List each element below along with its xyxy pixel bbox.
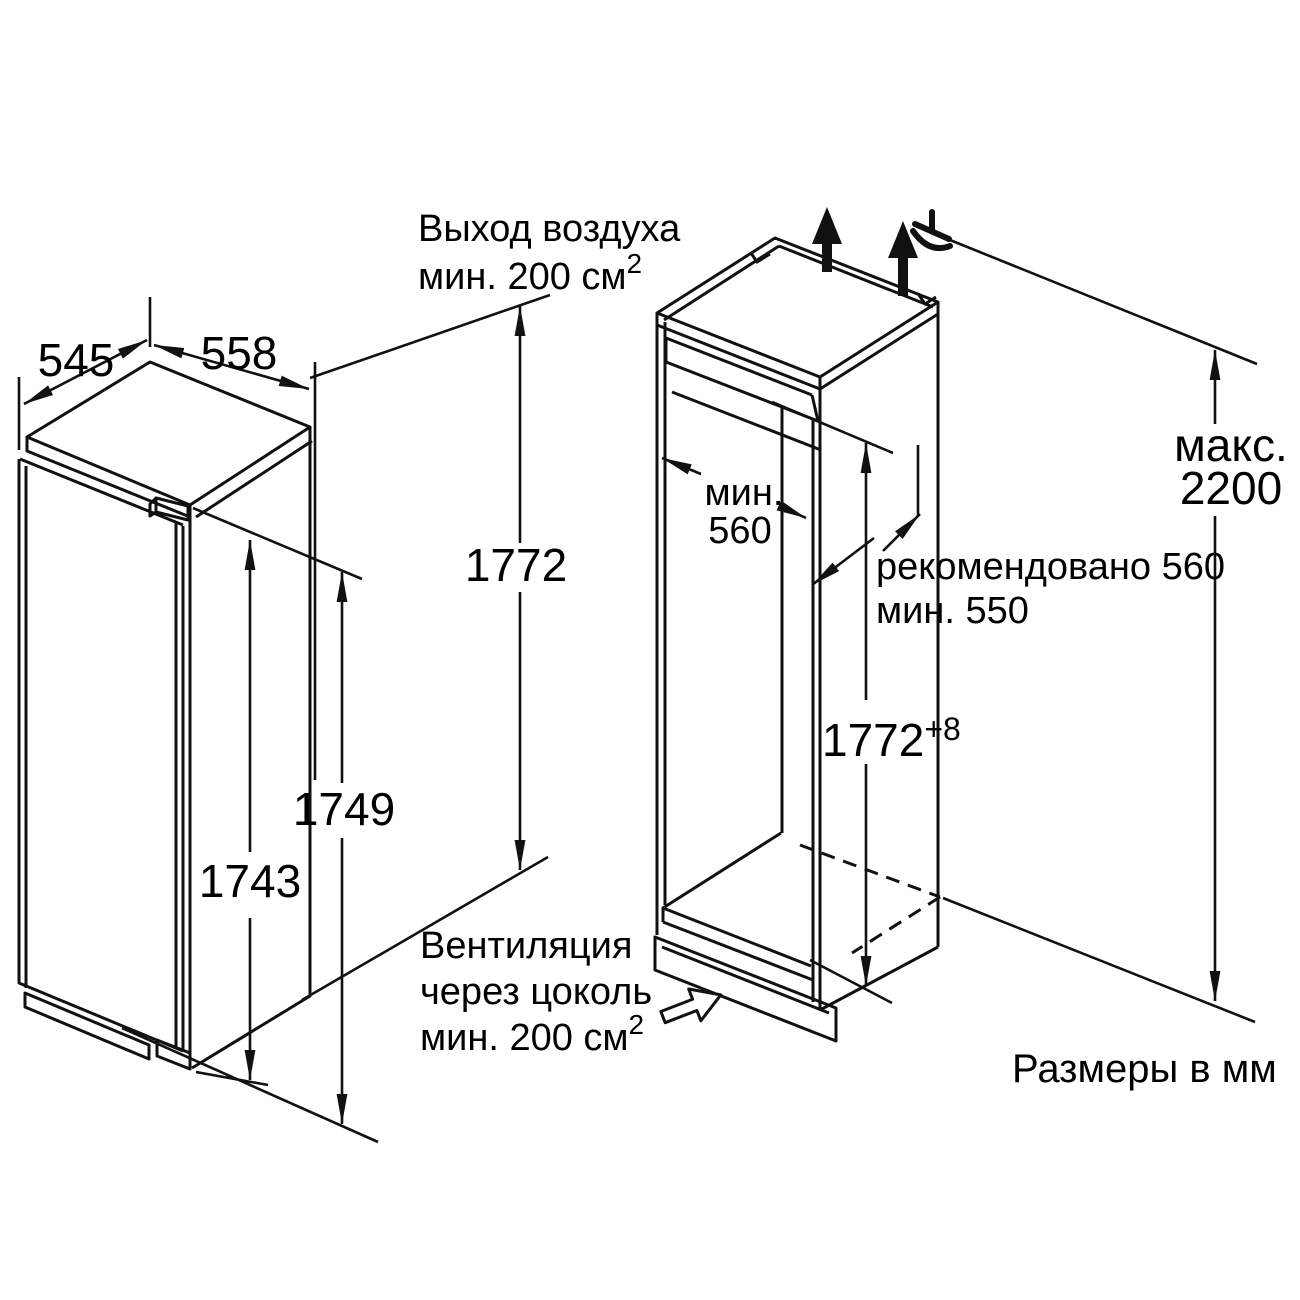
dim-line-560-left: [661, 456, 702, 476]
niche-hidden-floor-edges: [799, 843, 941, 955]
air-flow-arrow-up-right: [888, 221, 918, 296]
air-outlet-note-line1: Выход воздуха: [418, 208, 681, 250]
appliance-depth-label: 545: [38, 334, 115, 386]
air-flow-arrow-up-left: [812, 207, 842, 272]
units-note: Размеры в мм: [1012, 1047, 1277, 1091]
dim-line-545: [23, 338, 148, 406]
niche-height-label: 1772+8: [822, 711, 961, 766]
dim-line-depth-front: [811, 536, 875, 587]
dim-line-depth-back: [882, 513, 921, 552]
exhaust-air-symbol: [910, 209, 953, 252]
appliance-width-label: 558: [201, 327, 278, 379]
plinth-vent-note-superscript: 2: [629, 1009, 645, 1040]
niche-height-value: 1772: [822, 714, 924, 766]
plinth-vent-note-line2: через цоколь: [420, 971, 652, 1013]
dimension-lines: [23, 306, 1221, 1124]
dim-line-558: [153, 343, 310, 391]
appliance-door-panel-height-label: 1743: [199, 855, 301, 907]
niche-depth-recommended-label: рекомендовано 560: [876, 546, 1225, 588]
niche-drawing: [653, 207, 953, 1043]
niche-width-value-label: 560: [708, 510, 771, 552]
appliance-height-label: 1772: [465, 539, 567, 591]
plinth-vent-note-line3-text: мин. 200 см: [420, 1017, 629, 1059]
appliance-drawing: [17, 360, 313, 1071]
labels: 545 558 1772 1749 1743 Выход воздуха мин…: [38, 208, 1288, 1091]
plinth-vent-note-line1: Вентиляция: [420, 925, 632, 967]
plinth-vent-arrow: [659, 987, 723, 1025]
plinth-vent-note-line3: мин. 200 см2: [420, 1009, 644, 1059]
air-outlet-note-superscript: 2: [627, 248, 643, 279]
niche-depth-min-label: мин. 550: [876, 590, 1029, 632]
ceiling-max-value: 2200: [1180, 462, 1282, 514]
ceiling-max-label: макс.: [1174, 419, 1288, 471]
niche-height-tolerance: +8: [924, 711, 960, 747]
air-outlet-note-line2-text: мин. 200 см: [418, 256, 627, 298]
niche-body-lines: [653, 236, 940, 1043]
dim-line-560-right: [776, 500, 807, 520]
niche-width-min-label: мин.: [705, 472, 784, 514]
appliance-body-lines: [17, 360, 313, 1071]
air-outlet-note-line2: мин. 200 см2: [418, 248, 642, 298]
extension-lines: [17, 238, 1258, 1144]
appliance-door-height-label: 1749: [293, 783, 395, 835]
